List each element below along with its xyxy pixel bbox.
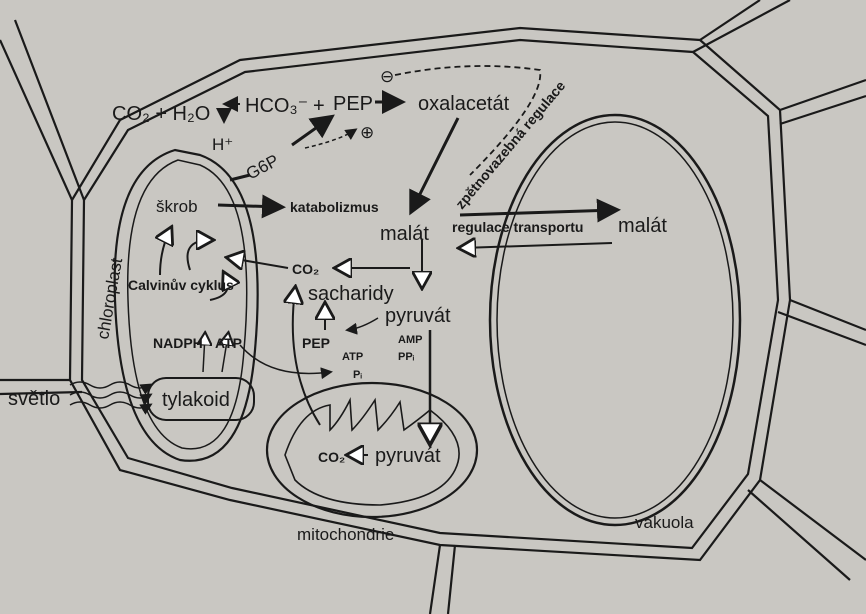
label-g6p: G6P	[243, 151, 282, 184]
label-atp: ATP	[215, 335, 242, 351]
label-katabolizmus: katabolizmus	[290, 199, 379, 215]
label-malat-right: malát	[618, 215, 667, 237]
label-pep-mid: PEP	[302, 335, 330, 351]
label-co2-mid: CO₂	[292, 261, 319, 277]
label-atp-small: ATP	[342, 351, 363, 363]
label-plus-reg: ⊕	[360, 123, 374, 142]
label-co2-h2o: CO₂ + H₂O	[112, 103, 210, 125]
label-co2-mito: CO₂	[318, 449, 345, 465]
label-mitochondrie: mitochondrie	[297, 525, 394, 544]
vacuole-membrane	[488, 113, 742, 527]
label-pi: Pᵢ	[353, 369, 362, 381]
label-sacharidy: sacharidy	[308, 283, 394, 305]
label-amp: AMP	[398, 334, 422, 346]
label-skrob: škrob	[156, 197, 198, 216]
label-pep-top: PEP	[333, 93, 373, 115]
diagram-labels: CO₂ + H₂O HCO₃⁻ + PEP oxalacetát H⁺ G6P …	[8, 67, 694, 544]
label-hco3: HCO₃⁻	[245, 95, 308, 117]
label-malat-left: malát	[380, 223, 429, 245]
label-oxalacetat: oxalacetát	[418, 93, 510, 115]
label-plus: +	[313, 95, 325, 117]
label-regulace-transportu: regulace transportu	[452, 219, 583, 235]
label-chloroplast: chloroplast	[93, 256, 126, 341]
label-pyruvat-top: pyruvát	[385, 305, 451, 327]
label-tylakoid: tylakoid	[162, 389, 230, 411]
label-svetlo: světlo	[8, 388, 60, 410]
chloroplast-membrane	[113, 148, 259, 462]
mitochondrion-membrane	[265, 381, 479, 519]
label-ppi: PPᵢ	[398, 351, 415, 363]
label-minus: ⊖	[380, 67, 394, 86]
label-calvin: Calvinův cyklus	[128, 277, 234, 293]
label-vakuola: vakuola	[635, 513, 694, 532]
light-rays	[69, 381, 153, 415]
pathway-arrows	[160, 65, 621, 455]
label-hplus: H⁺	[212, 135, 233, 154]
label-nadph: NADPH	[153, 335, 203, 351]
label-pyruvat-mito: pyruvát	[375, 445, 441, 467]
